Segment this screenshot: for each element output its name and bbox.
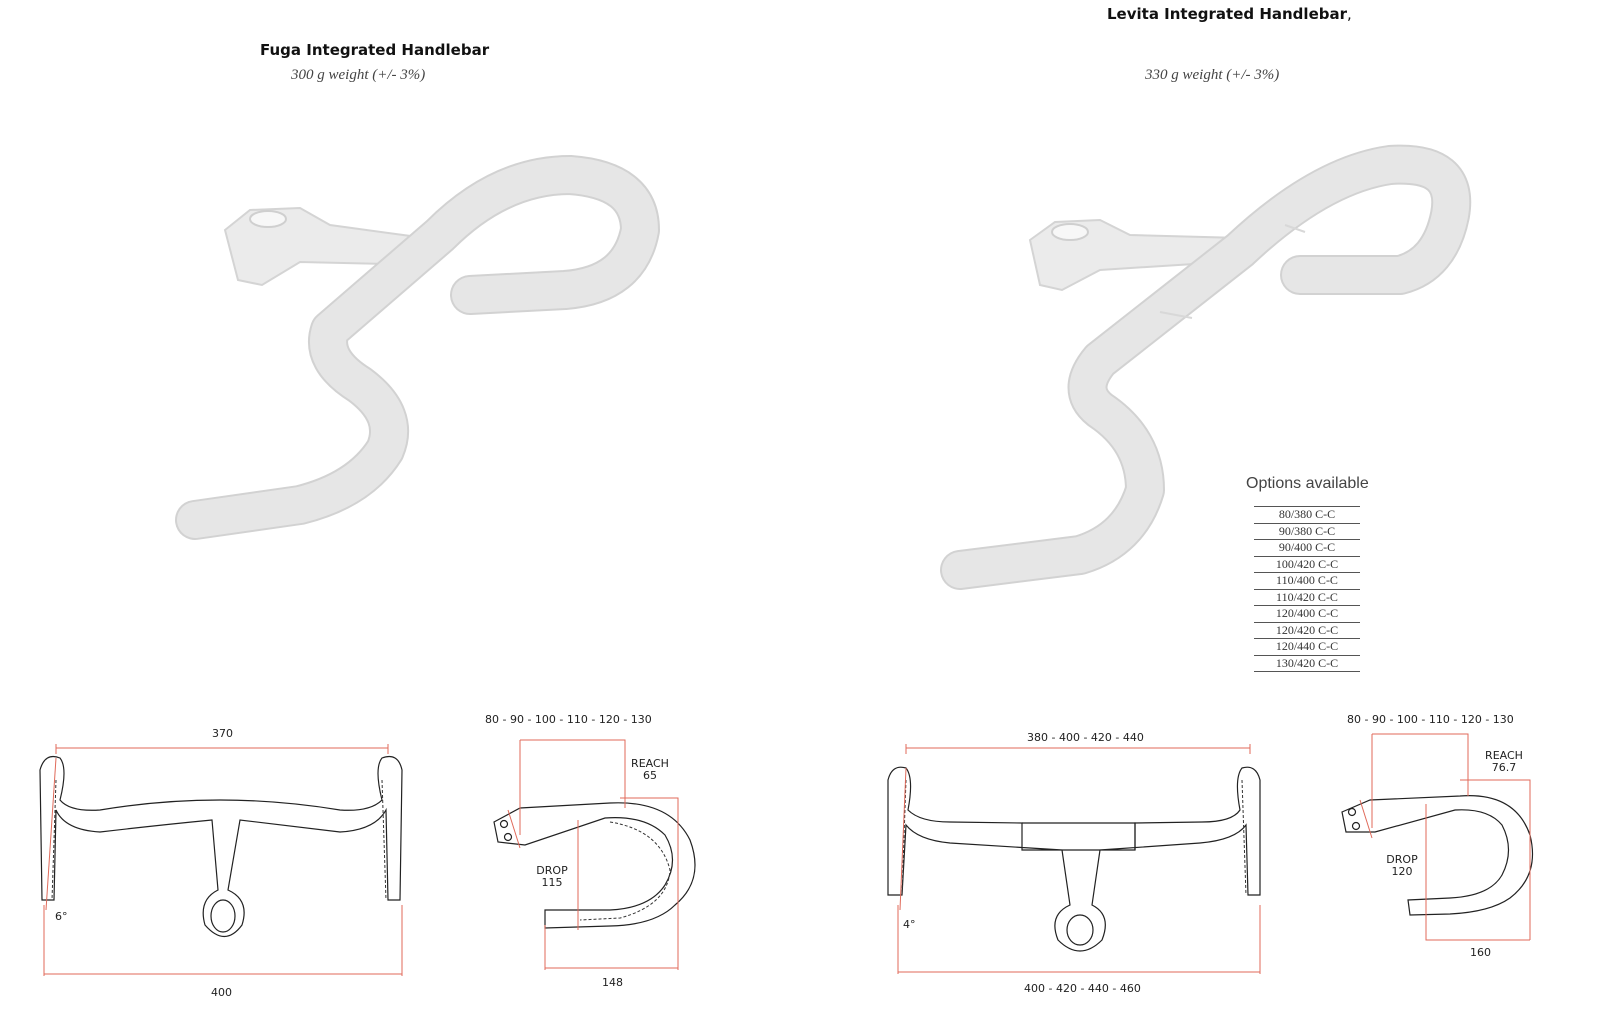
option-item: 110/420 C-C <box>1254 590 1360 606</box>
levita-flare-angle: 4° <box>903 918 916 931</box>
fuga-drop-value: 115 <box>541 876 563 889</box>
option-item: 100/420 C-C <box>1254 557 1360 573</box>
levita-drop-value: 120 <box>1391 865 1413 878</box>
levita-reach: REACH 76.7 <box>1478 750 1530 774</box>
levita-side-view-diagram <box>1341 733 1534 941</box>
levita-weight: 330 g weight (+/- 3%) <box>1145 67 1280 83</box>
fuga-drop: DROP 115 <box>528 865 576 889</box>
option-item: 120/440 C-C <box>1254 639 1360 656</box>
fuga-product-image <box>175 155 660 540</box>
fuga-side-depth: 148 <box>602 976 623 989</box>
levita-drop-label: DROP <box>1386 853 1418 866</box>
fuga-stem-lengths: 80 - 90 - 100 - 110 - 120 - 130 <box>485 713 652 726</box>
fuga-flare-angle: 6° <box>55 910 68 923</box>
levita-title-name: Levita Integrated Handlebar <box>1107 5 1347 23</box>
fuga-weight: 300 g weight (+/- 3%) <box>291 67 426 83</box>
fuga-title: Fuga Integrated Handlebar <box>260 41 490 59</box>
option-item: 120/420 C-C <box>1254 623 1360 639</box>
fuga-reach-value: 65 <box>643 769 657 782</box>
levita-top-width: 380 - 400 - 420 - 440 <box>1027 731 1144 744</box>
fuga-drop-label: DROP <box>536 864 568 877</box>
levita-bottom-width: 400 - 420 - 440 - 460 <box>1024 982 1141 995</box>
option-item: 110/400 C-C <box>1254 573 1360 590</box>
option-item: 90/400 C-C <box>1254 540 1360 557</box>
levita-product-image <box>940 144 1472 590</box>
option-item: 120/400 C-C <box>1254 606 1360 623</box>
levita-reach-value: 76.7 <box>1491 761 1517 774</box>
levita-reach-label: REACH <box>1485 749 1523 762</box>
fuga-bottom-width: 400 <box>211 986 232 999</box>
fuga-front-view-diagram <box>39 744 403 976</box>
levita-title: Levita Integrated Handlebar, <box>1107 5 1352 23</box>
levita-stem-lengths: 80 - 90 - 100 - 110 - 120 - 130 <box>1347 713 1514 726</box>
option-item: 80/380 C-C <box>1254 506 1360 524</box>
levita-side-depth: 160 <box>1470 946 1491 959</box>
levita-title-suffix: , <box>1347 5 1352 23</box>
options-title: Options available <box>1246 475 1369 492</box>
option-item: 90/380 C-C <box>1254 524 1360 540</box>
levita-drop: DROP 120 <box>1378 854 1426 878</box>
levita-front-view-diagram <box>887 744 1261 974</box>
fuga-top-width: 370 <box>212 727 233 740</box>
options-list: 80/380 C-C 90/380 C-C 90/400 C-C 100/420… <box>1254 506 1360 672</box>
fuga-reach: REACH 65 <box>624 758 676 782</box>
option-item: 130/420 C-C <box>1254 656 1360 672</box>
fuga-side-view-diagram <box>493 739 696 970</box>
fuga-reach-label: REACH <box>631 757 669 770</box>
